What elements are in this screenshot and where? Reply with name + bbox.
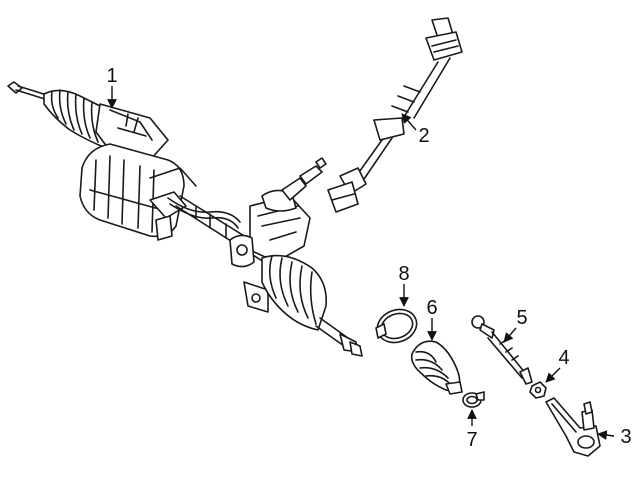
steering-rack-assembly [7, 81, 363, 357]
boot-clamp-ring [375, 308, 418, 344]
callout-7: 7 [466, 429, 477, 451]
inner-tie-rod [471, 315, 533, 385]
callout-6: 6 [426, 297, 437, 319]
outer-tie-rod-end [545, 397, 601, 457]
callout-4: 4 [558, 347, 569, 369]
jam-nut [529, 381, 547, 399]
callout-5: 5 [516, 307, 527, 329]
callout-2: 2 [418, 125, 429, 147]
callout-leaders [107, 86, 615, 440]
boot-clamp-small [462, 391, 485, 408]
callout-1: 1 [106, 65, 117, 87]
callout-3: 3 [620, 426, 631, 448]
intermediate-shaft [327, 17, 463, 213]
callout-8: 8 [398, 263, 409, 285]
steering-boot [410, 340, 463, 395]
